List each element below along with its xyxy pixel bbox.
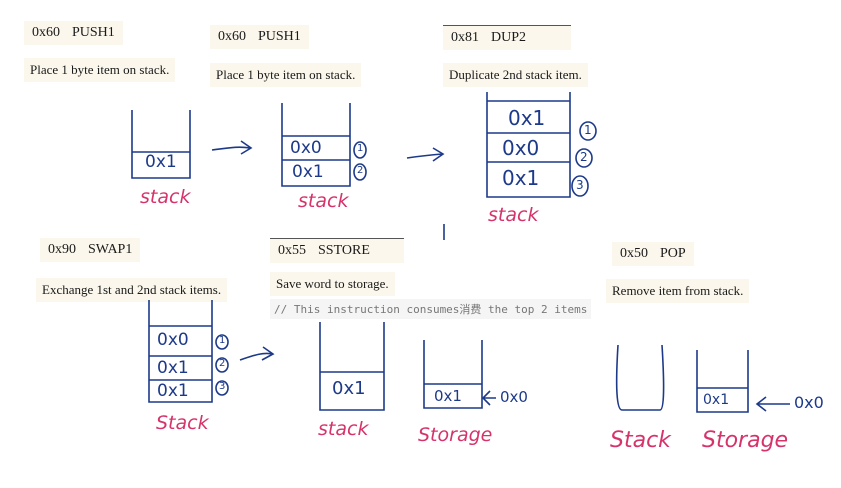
index-number: 3 [219,381,226,392]
index-circle [353,141,367,159]
opcode-hex: 0x55 [278,243,306,258]
index-circle [215,380,229,396]
stack-caption: Stack [156,412,209,434]
stack-caption: stack [318,418,369,440]
opcode-name: DUP2 [491,30,527,45]
stack-value: 0x0 [502,136,540,160]
opcode-name: PUSH1 [72,25,115,40]
stack-value: 0x1 [145,152,177,172]
storage-caption: Storage [702,428,789,453]
storage-container-1 [423,340,483,409]
storage-value: 0x1 [434,387,462,405]
opcode-hex: 0x60 [32,25,60,40]
index-circle [215,357,229,373]
storage-key: 0x0 [794,393,824,412]
stack-container-3 [486,92,571,198]
arrow-4 [481,390,496,406]
arrow-5 [755,396,790,412]
arrow-2 [406,147,445,162]
stack-caption: stack [140,186,191,208]
opcode-hex: 0x81 [451,30,479,45]
dup2-opcode-box: 0x81 DUP2 [443,25,571,50]
stack-value: 0x1 [502,166,540,190]
sstore-code-comment: // This instruction consumes消费 the top 2… [270,299,592,319]
index-number: 1 [219,335,226,346]
stack-caption: Stack [610,428,671,453]
stack-container-5 [319,322,385,411]
opcode-name: POP [660,246,686,261]
opcode-name: SSTORE [318,243,370,258]
stack-caption: stack [488,204,539,226]
storage-key: 0x0 [500,388,528,406]
push1-opcode-box-2: 0x60 PUSH1 [210,25,309,49]
stack-value: 0x1 [292,162,324,182]
stack-value: 0x1 [332,378,366,399]
stack-value: 0x1 [508,106,546,130]
opcode-name: SWAP1 [88,242,133,257]
stack-value: 0x1 [157,358,189,378]
index-number: 2 [219,358,226,369]
stack-value: 0x0 [290,138,322,158]
push1-description-1: Place 1 byte item on stack. [24,58,176,82]
index-circle [575,148,593,168]
push1-opcode-box-1: 0x60 PUSH1 [24,21,123,45]
stack-container-2 [281,103,351,187]
index-number: 1 [357,143,364,154]
opcode-hex: 0x50 [620,246,648,261]
swap1-description: Exchange 1st and 2nd stack items. [36,278,228,302]
stack-caption: stack [298,190,349,212]
arrow-1 [211,140,253,155]
index-number: 1 [584,123,592,137]
push1-description-2: Place 1 byte item on stack. [210,63,362,87]
sstore-description: Save word to storage. [270,272,395,296]
index-number: 2 [580,150,588,164]
storage-value: 0x1 [703,392,730,408]
storage-caption: Storage [418,424,493,446]
index-number: 2 [357,165,364,176]
stack-value: 0x0 [157,330,189,350]
opcode-hex: 0x90 [48,242,76,257]
sstore-opcode-box: 0x55 SSTORE [270,238,404,263]
opcode-hex: 0x60 [218,29,246,44]
arrow-3 [239,346,275,361]
stack-container-6 [615,344,665,411]
dup2-description: Duplicate 2nd stack item. [443,63,588,87]
swap1-opcode-box: 0x90 SWAP1 [40,238,141,262]
opcode-name: PUSH1 [258,29,301,44]
stack-value: 0x1 [157,381,189,401]
pop-opcode-box: 0x50 POP [612,242,694,266]
stack-container-4 [148,300,213,403]
stack-container-1 [131,110,191,179]
storage-container-2 [696,350,749,413]
index-number: 3 [576,178,584,192]
index-circle [579,121,597,141]
index-circle [353,163,367,181]
index-circle [571,175,589,197]
index-circle [215,334,229,350]
pop-description: Remove item from stack. [606,279,750,303]
